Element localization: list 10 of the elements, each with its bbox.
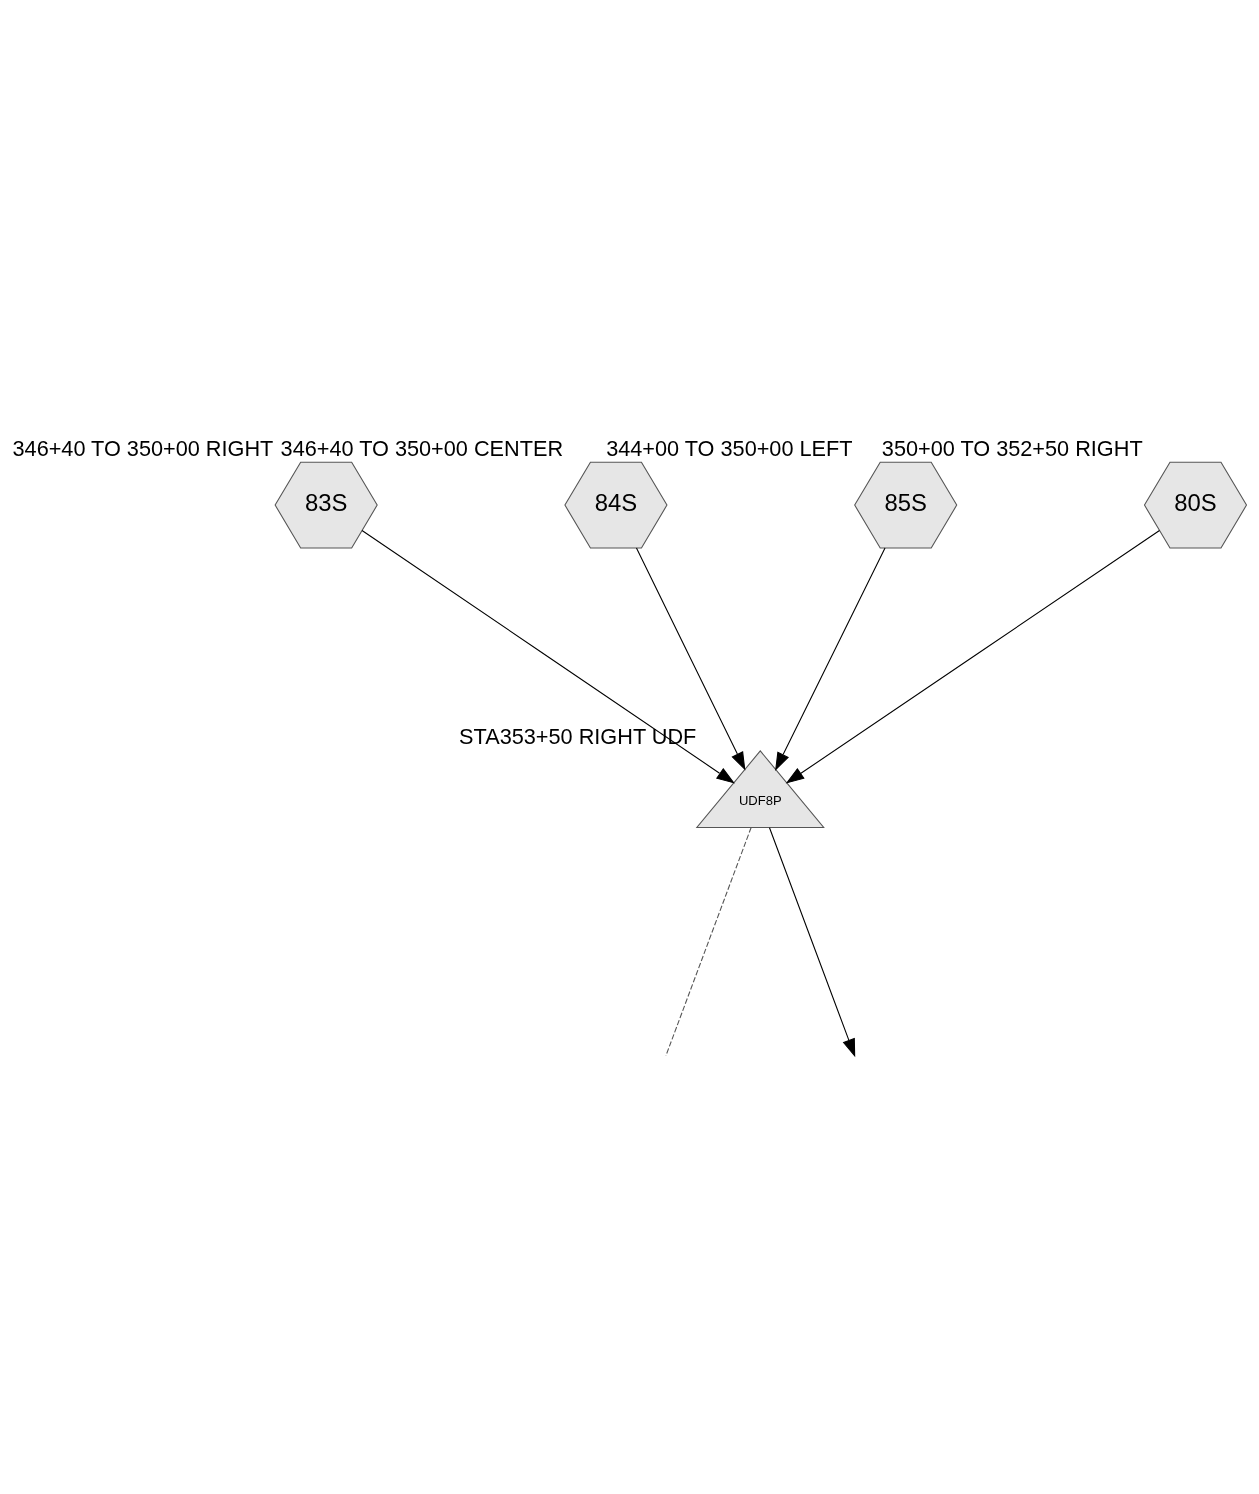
arrow bbox=[361, 529, 735, 784]
connector bbox=[665, 826, 752, 1056]
arrow bbox=[785, 529, 1161, 784]
arrow bbox=[635, 547, 746, 770]
node-label: 346+40 TO 350+00 CENTER bbox=[280, 435, 564, 461]
arrow bbox=[775, 547, 886, 771]
node-label: 346+40 TO 350+00 RIGHT bbox=[12, 435, 274, 461]
node-label: 344+00 TO 350+00 LEFT bbox=[606, 435, 853, 461]
node-label: 350+00 TO 352+50 RIGHT bbox=[881, 435, 1143, 461]
arrow bbox=[768, 826, 856, 1057]
